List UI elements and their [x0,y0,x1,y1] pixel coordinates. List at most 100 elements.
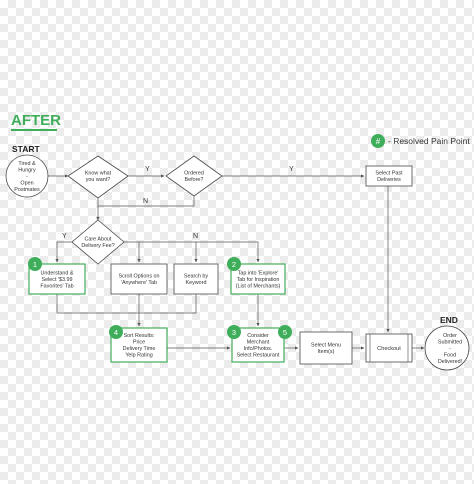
text-line: Hungry [18,167,36,173]
text-line: Price [133,340,145,346]
text-line: Select Past [375,171,403,177]
decision-ordered-shape [165,155,223,197]
legend-badge-text: # [376,137,381,146]
text-line: Understand & [41,270,74,276]
edge-label-ordered-no: N [143,198,148,205]
step-checkout-text: Checkout [377,346,401,352]
edges [48,174,425,350]
edge-fee-favorites [55,241,72,263]
text-line: Scroll Options on [118,274,159,280]
text-line: Keyword [186,280,207,286]
text-line: Open [20,180,33,186]
text-line: Delivery Fee? [81,243,114,249]
step-search-box [173,263,219,295]
text-line: Merchant [247,340,270,346]
text-line: (List of Merchants) [236,283,281,289]
badge-5-text: 5 [283,328,287,337]
badge-1-circle [28,257,42,271]
edge-ordered-no [98,196,195,207]
step-explore-text: Tap into 'Explore'Tab for Inspiration(Li… [236,270,281,289]
text-line: Tired & [18,161,36,167]
text-line: Search by [184,274,209,280]
end-label: END [440,315,458,325]
text-line: Care About [85,237,112,243]
edge-label-fee-yes: Y [62,233,67,240]
text-line: Sort Results: [124,333,155,339]
text-line: Consider [247,333,269,339]
text-line: Food [444,352,456,358]
badge-4-text: 4 [114,328,118,337]
text-line: Delivery Time [123,346,156,352]
edge-fee-no [124,241,260,263]
step-sort-box [110,327,168,363]
step-explore: Tap into 'Explore'Tab for Inspiration(Li… [230,263,286,295]
end-circle [424,325,470,371]
text-line: Delivered! [438,359,463,365]
start-circle [5,154,49,198]
text-line: Favorites' Tab [40,283,73,289]
text-line: Order [443,333,457,339]
text-line: Checkout [377,346,401,352]
legend-text: - Resolved Pain Point [388,136,470,146]
diagram-title: AFTER [11,112,61,129]
step-checkout: Checkout [365,333,413,363]
text-line: Yelp Rating [125,353,152,359]
badge-3-circle [227,325,241,339]
text-line: Select '$3.99 [42,277,73,283]
text-line: you want? [86,177,111,183]
text-line: Deliveries [377,177,401,183]
text-line: Select Restaurant [237,353,280,359]
badge-4-circle [109,325,123,339]
badge-2-text: 2 [232,260,236,269]
badge-2-circle [227,257,241,271]
decision-know-shape [67,155,129,199]
edge-search-merge [139,294,197,314]
badges: 1 2 3 4 5 [28,257,292,339]
text-line: Item(s) [318,349,335,355]
legend: # - Resolved Pain Point [371,134,470,148]
step-checkout-box [365,333,413,363]
text-line: Know what [85,171,112,177]
edge-label-know-yes: Y [145,166,150,173]
text-line: - [26,174,28,180]
badge-3-text: 3 [232,328,236,337]
text-line: Ordered [184,171,204,177]
step-past-box [365,165,413,187]
badge-1-text: 1 [33,260,37,269]
step-menu-box [299,331,353,365]
text-line: Info/Photos. [244,346,273,352]
text-line: Submitted [438,339,462,345]
edge-label-ordered-yes: Y [289,166,294,173]
step-scroll-text: Scroll Options on'Anywhere' Tab [118,274,159,286]
text-line: - [449,346,451,352]
decision-fee-shape [71,219,125,265]
text-line: Tab for Inspiration [237,277,280,283]
text-line: Before? [185,177,204,183]
badge-5-circle [278,325,292,339]
step-scroll: Scroll Options on'Anywhere' Tab [110,263,168,295]
text-line: 'Anywhere' Tab [121,280,157,286]
text-line: Select Menu [311,343,341,349]
step-explore-box [230,263,286,295]
